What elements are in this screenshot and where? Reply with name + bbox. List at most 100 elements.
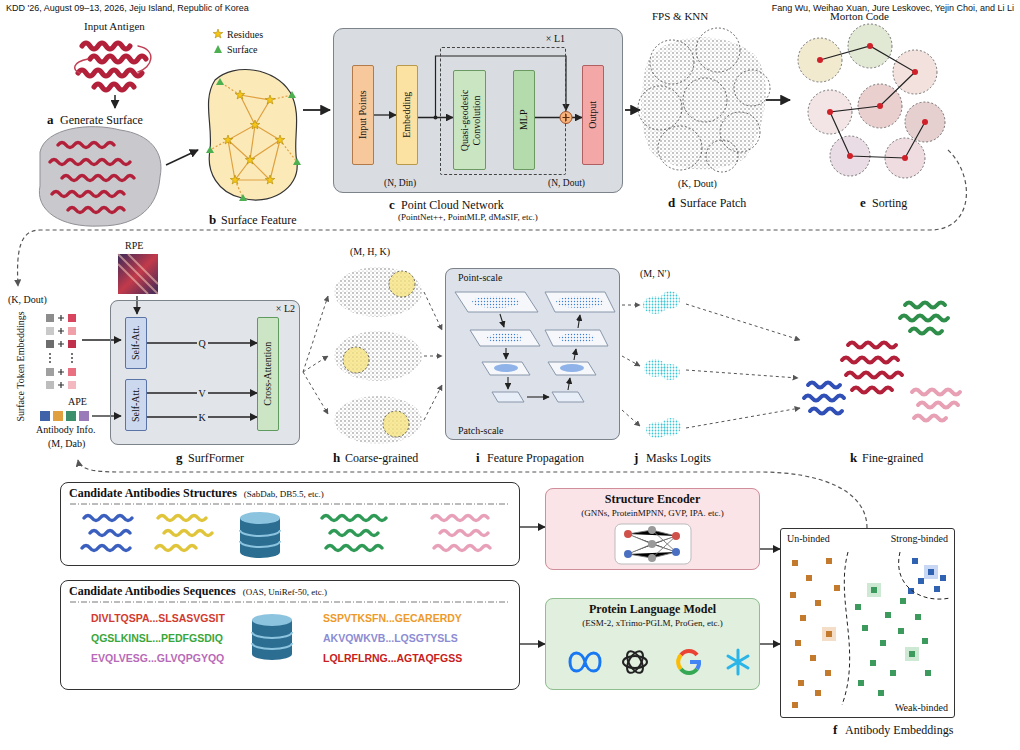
panel-letter: b [209,212,216,749]
flow-dashed-arrows [622,305,640,426]
box-title: Candidate Antibodies Sequences [69,584,236,599]
box-fill [60,580,520,690]
legend-text: Residues [227,29,263,40]
box-text: Input Points [357,69,369,161]
flow-arrow [92,415,121,416]
edge-label: V [197,388,208,399]
caption-label: Antibody Embeddings [845,723,953,738]
group-box: Protein Language Model(ESM-2, xTrimo-PGL… [545,598,760,690]
connector-arrow [520,526,545,527]
panel-letter: h [333,450,340,749]
box-fill [780,528,955,718]
box-header: Candidate Antibodies Structures(SabDab, … [69,486,511,501]
box-subtitle: (OAS, UniRef-50, etc.) [243,587,327,597]
process-box: Input Points [352,65,374,165]
caption-label: Feature Propagation [487,451,584,466]
group-box: Structure Encoder(GNNs, ProteinMPNN, GVP… [545,488,760,570]
caption-label: Coarse-grained [345,451,418,466]
legend-text: Surface [227,44,258,55]
process-box: Self-Att. [125,317,147,369]
caption-label: Masks Logits [646,451,711,466]
group-box: Candidate Antibodies Sequences (OAS, UniR… [60,580,520,690]
legend-entry: Residues [212,28,263,40]
panel-letter: c [389,197,395,749]
box-fill [110,300,300,445]
box-text: Weak-binded [895,702,948,713]
edge-label: K [197,412,208,423]
box-text: Point-scale [458,272,502,283]
panel-letter: e [860,195,866,749]
connector-arrow [374,114,396,115]
process-box: Embedding [396,65,418,165]
flow-arrow [766,99,790,101]
caption-label: RPE [125,240,143,251]
group-box: Point-scalePatch-scale [445,268,620,440]
star-symbol [213,29,223,38]
flow-dashed-arrow [18,150,967,286]
antigen-structure [75,43,151,90]
flow-arrow [136,296,137,314]
flow-arrow [625,109,640,111]
caption-label: FPS & KNN [652,10,708,22]
sequence-text: LQLRFLRNG...AGTAQFGSS [323,652,462,664]
box-text: Cross-Attention [262,321,274,427]
connector-arrow [760,643,780,644]
embedding-scatter [790,552,950,708]
caption-label: (K, Dout) [678,178,717,189]
box-text: Self-Att. [130,383,142,427]
database-icon [240,512,280,558]
feature-pyramid [455,292,615,402]
group-box: Quasi-geodesic ConvolutionMLP× L1 [440,47,566,175]
process-box: Output [582,65,604,165]
box-fill [545,488,760,570]
sequence-text: EVQLVESG...GLVQPGYQQ [91,652,224,664]
box-fill [60,482,520,566]
caption-label: KDD '26, August 09–13, 2026, Jeju Island… [6,3,249,13]
box-text: Quasi-geodesic Convolution [458,74,481,166]
caption-label: (K, Dout) [8,294,47,305]
box-text: (N, Din) [384,178,416,188]
connector-arrow [535,117,582,118]
process-box: Self-Att. [125,379,147,431]
sequence-text: AKVQWKVB...LQSGTYSLS [323,632,458,644]
rpe-heatmap [118,254,158,294]
token-embeddings [46,314,76,389]
caption-label: Sorting [872,196,907,211]
add-symbol [563,114,570,121]
panel-letter: i [476,450,480,749]
box-text: Embedding [401,69,413,161]
legend-symbol [212,28,224,40]
box-title: Protein Language Model [589,602,716,617]
panel-letter: g [176,450,183,749]
sequence-text: DIVLTQSPA...SLSASVGSIT [91,612,225,624]
box-subtitle: (GNNs, ProteinMPNN, GVP, IPA. etc.) [581,508,723,518]
caption-label: Surface Feature [221,213,297,228]
box-subtitle: (SabDab, DB5.5, etc.) [244,489,324,499]
mask-logits [643,291,681,438]
box-fill [445,268,620,440]
box-title: Structure Encoder [605,492,700,507]
box-text: (N, Dout) [548,178,585,188]
process-box: Cross-Attention [257,317,279,431]
box-fill [333,28,623,193]
triangle-symbol [214,45,222,53]
junction-dot [434,116,438,120]
box-text: Patch-scale [458,425,504,436]
panel-letter: k [850,450,857,749]
caption-label: Fang Wu, Weihao Xuan, Jure Leskovec, Yej… [772,3,1014,13]
antigen-antibody-complex [804,303,960,421]
antibody-info [40,411,89,421]
flow-arrow [114,95,116,108]
legend-entry: Surface [212,43,258,55]
box-text: Self-Att. [130,321,142,365]
group-box: Self-Att.Self-Att.Cross-Attention× L2 [110,300,300,445]
panel-letter: j [634,450,638,749]
box-header: Structure Encoder(GNNs, ProteinMPNN, GVP… [554,492,751,518]
caption-label: (PointNet++, PointMLP, dMaSIF, etc.) [398,212,538,222]
database-icon [252,614,292,660]
flow-arrow [166,150,198,165]
box-text: Strong-binded [891,533,948,544]
surface-feature-graph [206,70,301,201]
group-box: Candidate Antibodies Structures(SabDab, … [60,482,520,566]
